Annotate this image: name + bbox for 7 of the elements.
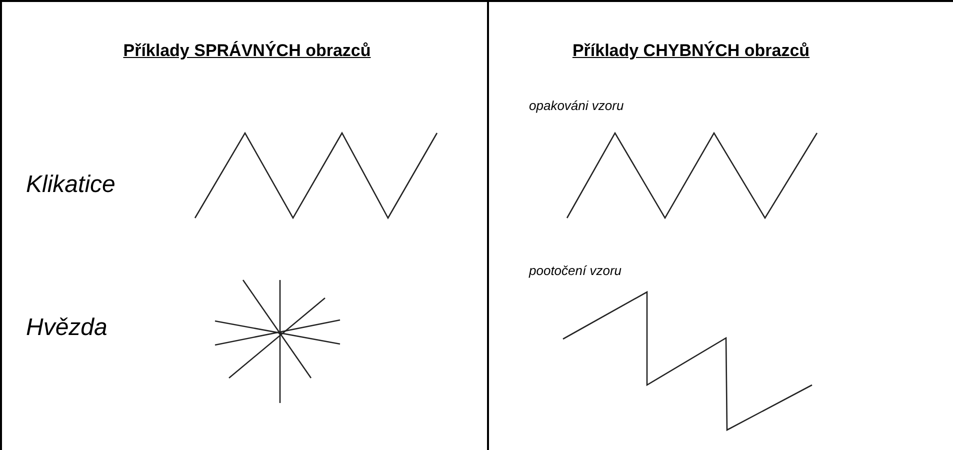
panel-heading: Příklady SPRÁVNÝCH obrazců: [122, 40, 372, 62]
panel-heading: Příklady CHYBNÝCH obrazců: [571, 40, 811, 62]
error-caption: opakováni vzoru: [529, 97, 624, 115]
pattern-name: Klikatice: [26, 170, 116, 200]
panel: [0, 0, 489, 450]
error-caption: pootočení vzoru: [529, 262, 622, 280]
pattern-name: Hvězda: [26, 313, 108, 343]
